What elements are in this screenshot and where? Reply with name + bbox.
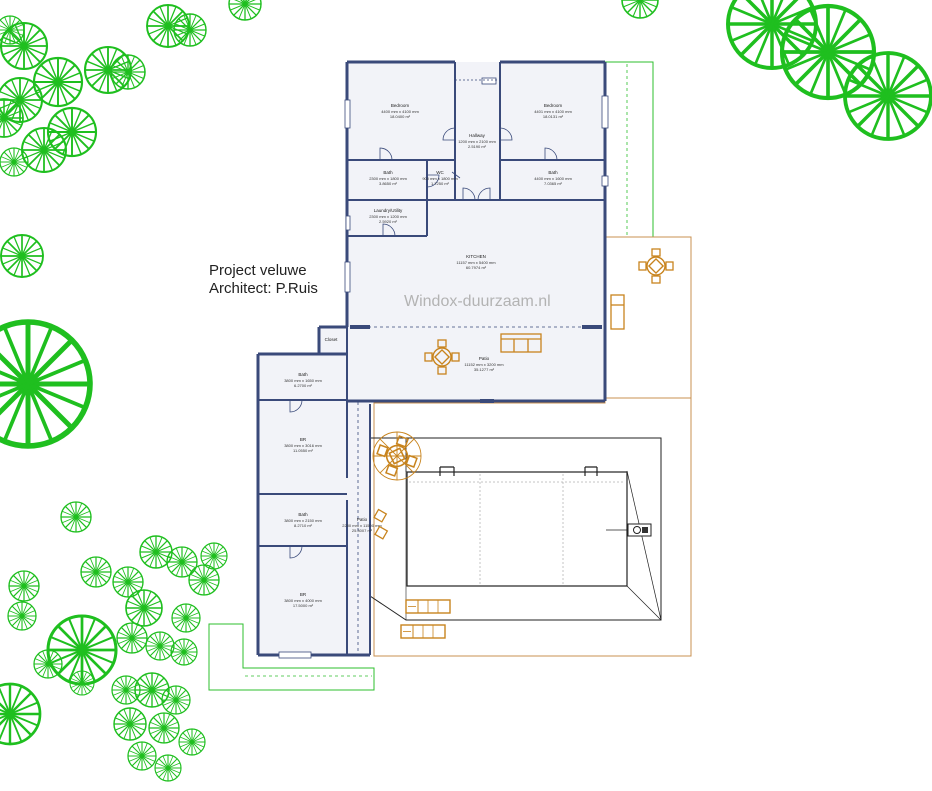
sun-lounger-2	[400, 624, 446, 639]
room-bedroom1-area: 18.0400 m²	[390, 114, 411, 119]
room-closet-name: Closet	[325, 337, 339, 342]
room-bath2-area: 7.0365 m²	[544, 181, 563, 186]
room-patio-area: 35.1277 m²	[474, 367, 495, 372]
room-bedroom1-dims: 4400 mm x 4100 mm	[381, 109, 419, 114]
pool-chairs-icon	[373, 508, 389, 540]
house: Bedroom 4400 mm x 4100 mm 18.0400 m² Bed…	[256, 60, 609, 659]
room-bath2-name: Bath	[548, 170, 558, 175]
room-bedroom1-name: Bedroom	[391, 103, 410, 108]
swimming-pool	[369, 437, 662, 621]
room-wc-dims: 900 mm x 1800 mm	[422, 176, 458, 181]
project-title-block: Project veluwe Architect: P.Ruis	[209, 262, 318, 298]
room-hallway-name: Hallway	[469, 133, 486, 138]
room-laundry-dims: 2300 mm x 1200 mm	[369, 214, 407, 219]
room-bedroom2-name: Bedroom	[544, 103, 563, 108]
room-bath3-dims: 3800 mm x 1650 mm	[284, 378, 322, 383]
project-name: Project veluwe	[209, 262, 307, 279]
site-boundaries	[208, 61, 692, 691]
outdoor-furniture	[371, 248, 674, 639]
room-kitchen-area: 60.7974 m²	[466, 265, 487, 270]
room-side-patio-dims: 2200 mm x 11500 mm	[342, 523, 382, 528]
bench-icon	[500, 333, 542, 353]
room-bath3-name: Bath	[298, 372, 308, 377]
room-patio-dims: 11152 mm x 3200 mm	[464, 362, 504, 367]
room-bath1-dims: 2300 mm x 1800 mm	[369, 176, 407, 181]
room-wc-area: 1.7250 m²	[431, 181, 450, 186]
room-bedroom4-area: 17.5000 m²	[293, 603, 314, 608]
room-side-patio-name: Patio	[357, 517, 368, 522]
room-labels: Bedroom 4400 mm x 4100 mm 18.0400 m² Bed…	[284, 103, 572, 608]
room-bath4-dims: 3800 mm x 2150 mm	[284, 518, 322, 523]
watermark: Windox-duurzaam.nl	[404, 293, 551, 310]
room-bedroom2-dims: 4401 mm x 4100 mm	[534, 109, 572, 114]
room-bedroom3-name: BR	[300, 437, 307, 442]
patio-table-terrace	[638, 248, 674, 284]
room-kitchen-dims: 11157 mm x 5400 mm	[456, 260, 496, 265]
room-hallway-area: 2.5190 m²	[468, 144, 487, 149]
room-wc-name: WC	[436, 170, 444, 175]
parasol-icon	[372, 431, 422, 481]
room-laundry-area: 2.5920 m²	[379, 219, 398, 224]
room-bedroom4-name: BR	[300, 592, 307, 597]
room-bedroom4-dims: 3800 mm x 4000 mm	[284, 598, 322, 603]
room-bath1-area: 3.8650 m²	[379, 181, 398, 186]
room-patio-name: Patio	[479, 356, 490, 361]
room-bath4-name: Bath	[298, 512, 308, 517]
room-bedroom3-area: 11.0550 m²	[293, 448, 314, 453]
sun-lounger-1	[405, 599, 451, 614]
project-architect: Architect: P.Ruis	[209, 280, 318, 297]
room-bath2-dims: 4400 mm x 1600 mm	[534, 176, 572, 181]
lounge-chair-icon	[610, 294, 625, 330]
room-hallway-dims: 1200 mm x 2100 mm	[458, 139, 496, 144]
room-kitchen-name: KITCHEN	[466, 254, 486, 259]
room-bath4-area: 8.2710 m²	[294, 523, 313, 528]
room-bedroom3-dims: 3800 mm x 3016 mm	[284, 443, 322, 448]
room-side-patio-area: 25.3007 m²	[352, 528, 373, 533]
room-bedroom2-area: 18.0131 m²	[543, 114, 564, 119]
room-bath3-area: 6.2700 m²	[294, 383, 313, 388]
room-bath1-name: Bath	[383, 170, 393, 175]
room-laundry-name: Laundry/Utility	[374, 208, 403, 213]
